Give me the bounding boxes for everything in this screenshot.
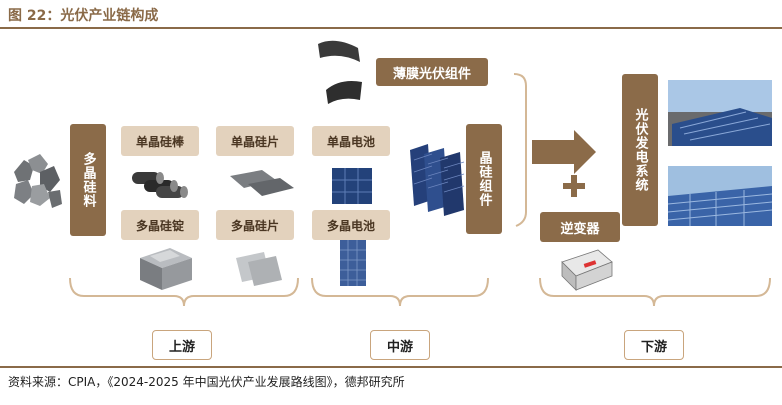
node-mono-rod: 单晶硅棒 <box>121 126 199 156</box>
mono-wafers-image <box>230 170 294 196</box>
multi-ingot-image <box>140 248 192 290</box>
node-crystal-module: 晶硅组件 <box>466 124 502 234</box>
node-multi-cell: 多晶电池 <box>312 210 390 240</box>
node-multi-wafer: 多晶硅片 <box>216 210 294 240</box>
node-polysilicon: 多晶硅料 <box>70 124 106 236</box>
stage-midstream: 中游 <box>370 330 430 360</box>
inverter-image <box>561 249 613 291</box>
merge-bracket <box>513 73 527 227</box>
source-note: 资料来源：CPIA，《2024-2025 年中国光伏产业发展路线图》，德邦研究所 <box>8 375 405 389</box>
stage-upstream: 上游 <box>152 330 212 360</box>
midstream-brace <box>311 277 489 307</box>
node-inverter: 逆变器 <box>540 212 620 242</box>
polysilicon-chunks-image <box>14 154 62 208</box>
plus-icon <box>563 175 585 197</box>
multi-cell-image <box>340 240 366 286</box>
mono-rods-image <box>132 172 188 198</box>
solar-farm-photo-2 <box>667 166 773 226</box>
mono-cell-image <box>332 168 372 204</box>
upstream-brace <box>69 277 299 307</box>
flow-arrow <box>532 130 596 174</box>
node-mono-cell: 单晶电池 <box>312 126 390 156</box>
solar-farm-photo-1 <box>668 80 772 146</box>
stage-downstream: 下游 <box>624 330 684 360</box>
bottom-rule <box>0 366 782 368</box>
thin-film-image <box>318 40 362 104</box>
crystal-modules-image <box>410 144 465 216</box>
downstream-brace <box>539 277 771 307</box>
multi-wafers-image <box>236 252 282 286</box>
node-mono-wafer: 单晶硅片 <box>216 126 294 156</box>
node-pv-system: 光伏发电系统 <box>622 74 658 226</box>
figure-title: 图 22：光伏产业链构成 <box>8 8 159 24</box>
node-thin-film-module: 薄膜光伏组件 <box>376 58 488 86</box>
top-rule <box>0 27 782 29</box>
node-multi-ingot: 多晶硅锭 <box>121 210 199 240</box>
illustrations <box>14 40 773 307</box>
